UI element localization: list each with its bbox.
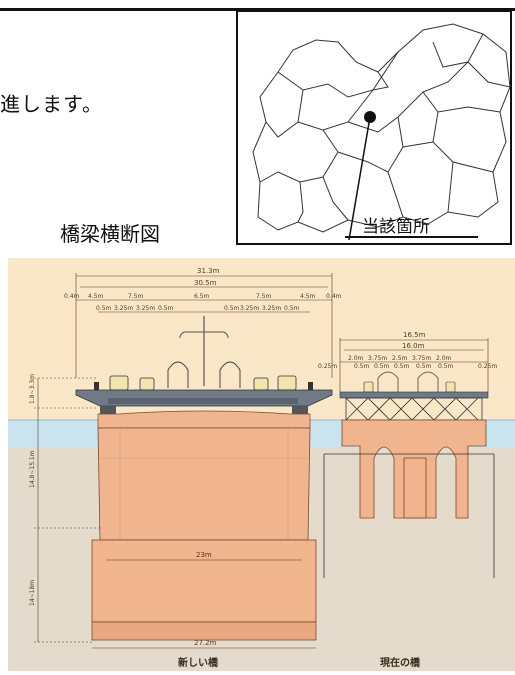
new-pier <box>97 427 311 541</box>
new-lane-4: 6.5m <box>194 293 210 300</box>
location-leader-line <box>348 116 371 241</box>
new-pier-height: 14.8~15.1m <box>29 450 36 488</box>
new-sublane-2: 3.25m <box>114 305 133 312</box>
old-lane-4: 2.5m <box>392 355 408 362</box>
new-bridge-caption: 新しい橋 <box>178 656 219 669</box>
new-pier-cap <box>97 410 311 429</box>
new-deck-width: 30.5m <box>194 279 217 287</box>
new-sublane-5: 0.5m <box>224 305 240 312</box>
new-lane-7: 0.4m <box>326 293 342 300</box>
old-bridge-deck <box>339 391 489 399</box>
new-footing-width: 27.2m <box>194 639 217 647</box>
old-sublane-2: 0.5m <box>374 363 390 370</box>
prefecture-map-outline <box>252 23 511 241</box>
new-girder-height: 1.8~3.3m <box>29 374 36 404</box>
old-bridge-caption: 現在の橋 <box>380 656 421 669</box>
new-footing <box>91 539 317 623</box>
bridge-cross-section-diagram: 31.3m 30.5m 0.4m 4.5m 7.5m 6.5m 7.5m 4.5… <box>8 258 515 671</box>
new-sublane-1: 0.5m <box>96 305 112 312</box>
old-lane-5: 3.75m <box>412 355 431 362</box>
old-lane-3: 3.75m <box>368 355 387 362</box>
top-rule <box>0 8 515 11</box>
new-lane-1: 0.4m <box>64 293 80 300</box>
new-sublane-7: 3.25m <box>262 305 281 312</box>
new-lane-6: 4.5m <box>300 293 316 300</box>
new-lane-3: 7.5m <box>128 293 144 300</box>
body-text-fragment: 進します。 <box>0 92 103 116</box>
old-deck-width: 16.0m <box>402 342 425 350</box>
old-total-width: 16.5m <box>403 331 426 339</box>
old-lane-6: 2.0m <box>436 355 452 362</box>
section-title: 橋梁横断図 <box>60 222 160 246</box>
new-sublane-4: 0.5m <box>158 305 174 312</box>
location-label-underline <box>345 236 478 238</box>
location-map <box>236 10 512 245</box>
old-sublane-4: 0.5m <box>416 363 432 370</box>
new-footing-height: 14~18m <box>29 580 36 606</box>
new-lane-5: 7.5m <box>256 293 272 300</box>
location-label: 当該箇所 <box>362 217 430 237</box>
new-lane-2: 4.5m <box>88 293 104 300</box>
old-lane-1: 0.25m <box>318 363 337 370</box>
old-lane-2: 2.0m <box>348 355 364 362</box>
new-footing-inner-width: 23m <box>196 551 212 559</box>
new-sublane-6: 3.25m <box>240 305 259 312</box>
old-lane-7: 0.25m <box>478 363 497 370</box>
old-sublane-3: 0.5m <box>394 363 410 370</box>
new-sublane-8: 0.5m <box>284 305 300 312</box>
old-sublane-5: 0.5m <box>438 363 454 370</box>
old-sublane-1: 0.5m <box>354 363 370 370</box>
new-sublane-3: 3.25m <box>136 305 155 312</box>
new-total-width: 31.3m <box>197 267 220 275</box>
